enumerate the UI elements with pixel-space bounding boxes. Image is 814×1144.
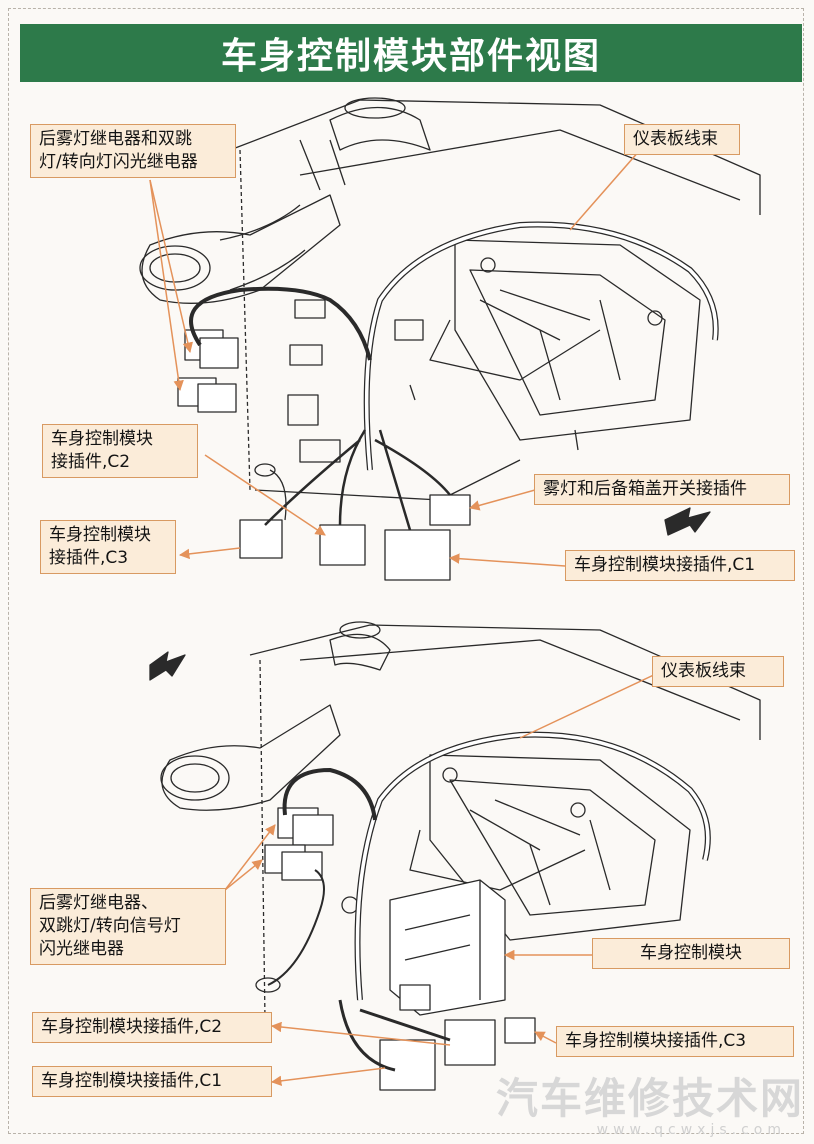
label-ip-harness-bottom: 仪表板线束 [652, 656, 784, 687]
top-dashboard-illustration [139, 97, 761, 581]
label-text: 车身控制模块 [640, 943, 742, 963]
label-line: 车身控制模块 [51, 429, 153, 449]
label-bcm-connector-c3-bottom: 车身控制模块接插件,C3 [556, 1026, 794, 1057]
label-text: 车身控制模块接插件,C3 [565, 1031, 747, 1051]
label-line: 闪光继电器 [39, 939, 124, 959]
label-line: 灯/转向灯闪光继电器 [39, 152, 198, 172]
page-frame [8, 8, 804, 1134]
watermark-main: 汽车维修技术网 [495, 1074, 804, 1123]
label-bcm-connector-c2-top: 车身控制模块 接插件,C2 [42, 424, 198, 478]
label-fog-trunk-switch-connector: 雾灯和后备箱盖开关接插件 [534, 474, 790, 505]
label-line: 后雾灯继电器、 [39, 893, 158, 913]
label-text: 仪表板线束 [661, 661, 746, 681]
watermark-url: www.qcwxjs.com [596, 1122, 786, 1138]
bottom-dashboard-illustration [149, 621, 761, 1091]
page-title: 车身控制模块部件视图 [220, 36, 601, 77]
label-text: 车身控制模块接插件,C2 [41, 1017, 223, 1037]
label-line: 接插件,C2 [51, 452, 131, 472]
label-rear-fog-hazard-relay-top: 后雾灯继电器和双跳 灯/转向灯闪光继电器 [30, 124, 236, 178]
watermark: 汽车维修技术网 www.qcwxjs.com [495, 1074, 804, 1139]
label-line: 双跳灯/转向信号灯 [39, 916, 181, 936]
label-bcm-bottom: 车身控制模块 [592, 938, 790, 969]
label-text: 车身控制模块接插件,C1 [41, 1071, 223, 1091]
label-line: 车身控制模块 [49, 525, 151, 545]
label-text: 雾灯和后备箱盖开关接插件 [543, 479, 747, 499]
label-line: 接插件,C3 [49, 548, 129, 568]
label-bcm-connector-c1-bottom: 车身控制模块接插件,C1 [32, 1066, 272, 1097]
label-text: 车身控制模块接插件,C1 [574, 555, 756, 575]
label-bcm-connector-c2-bottom: 车身控制模块接插件,C2 [32, 1012, 272, 1043]
label-rear-fog-hazard-relay-bottom: 后雾灯继电器、 双跳灯/转向信号灯 闪光继电器 [30, 888, 226, 965]
label-text: 仪表板线束 [633, 129, 718, 149]
title-bar: 车身控制模块部件视图 [20, 24, 802, 82]
label-bcm-connector-c1-top: 车身控制模块接插件,C1 [565, 550, 795, 581]
leader-lines [149, 149, 661, 1087]
label-ip-harness-top: 仪表板线束 [624, 124, 740, 155]
label-line: 后雾灯继电器和双跳 [39, 129, 192, 149]
label-bcm-connector-c3-top: 车身控制模块 接插件,C3 [40, 520, 176, 574]
